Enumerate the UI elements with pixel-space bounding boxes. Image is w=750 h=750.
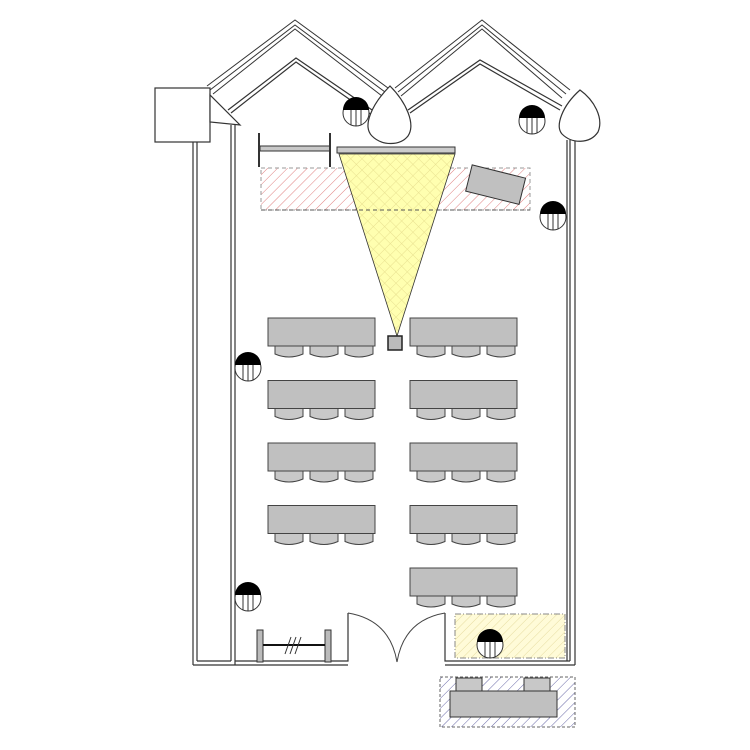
desk (409, 380, 518, 420)
chair (274, 408, 304, 420)
bottom-left-wall (193, 613, 349, 666)
column-left (367, 85, 412, 145)
ceiling-light-icon (518, 105, 546, 135)
column-right (558, 89, 601, 142)
chair (486, 595, 516, 608)
right-wall (566, 138, 576, 665)
chair (309, 345, 339, 358)
chair (451, 595, 481, 608)
chair (309, 533, 339, 545)
whiteboard (258, 133, 331, 167)
chair (344, 408, 374, 420)
chair (486, 533, 516, 545)
ceiling-light-icon (476, 629, 504, 659)
entry-box (154, 87, 211, 143)
desk (267, 505, 376, 545)
chair (344, 345, 374, 358)
chair (274, 533, 304, 545)
bottom-right-wall (444, 613, 575, 666)
sofa (449, 690, 558, 718)
chair (274, 470, 304, 483)
chair (451, 470, 481, 483)
chair (416, 408, 446, 420)
chair (486, 345, 516, 358)
ceiling-light-icon (539, 201, 567, 231)
chair (416, 470, 446, 483)
desk (267, 442, 376, 483)
chair (486, 408, 516, 420)
left-wall (192, 125, 236, 665)
chair (416, 595, 446, 608)
chair (451, 533, 481, 545)
projector (387, 335, 403, 351)
desk (267, 380, 376, 420)
roof-outer (206, 19, 571, 91)
chair (274, 345, 304, 358)
ceiling-light-icon (234, 582, 262, 612)
chair (451, 345, 481, 358)
desk (267, 317, 376, 358)
light-fixtures (234, 97, 567, 659)
lectern (465, 164, 527, 205)
desk (409, 567, 518, 608)
chair (486, 470, 516, 483)
chair (344, 470, 374, 483)
lounge-area (439, 676, 576, 728)
desk-group (267, 317, 518, 608)
double-door[interactable] (347, 612, 446, 663)
chair (309, 470, 339, 483)
coat-rack (256, 629, 332, 663)
chair (309, 408, 339, 420)
chair (416, 345, 446, 358)
column-triangle (209, 93, 242, 126)
desk (409, 505, 518, 545)
roof-inner (227, 57, 563, 113)
chair (416, 533, 446, 545)
ceiling-light-icon (342, 97, 370, 127)
projection-screen (336, 146, 456, 154)
ceiling-light-icon (234, 352, 262, 382)
desk (409, 442, 518, 483)
chair (451, 408, 481, 420)
storage-zone (454, 613, 566, 659)
chair (344, 533, 374, 545)
desk (409, 317, 518, 358)
walls (154, 19, 601, 666)
projection-beam (338, 153, 456, 338)
